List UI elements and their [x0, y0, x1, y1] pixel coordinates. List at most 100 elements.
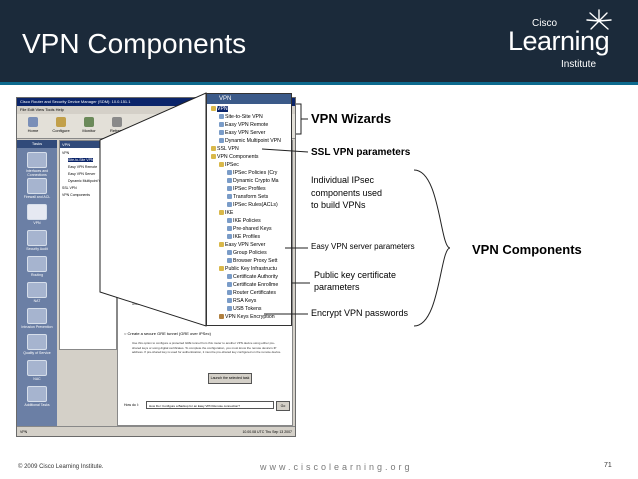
vpn-tree-row-label: Easy VPN Server — [225, 242, 266, 248]
tree-item-vpn[interactable]: VPN — [62, 151, 70, 155]
nac-icon — [27, 360, 47, 376]
vpn-tree-row[interactable]: IKE Policies — [227, 218, 261, 225]
doc-icon — [219, 114, 224, 119]
task-qos[interactable]: Quality of Service — [19, 334, 55, 355]
vpn-tree-row[interactable]: SSL VPN — [211, 146, 239, 153]
vpn-tree-row[interactable]: IKE Profiles — [227, 234, 260, 241]
vpn-tree-row[interactable]: USB Tokens — [227, 306, 261, 313]
vpn-tree-row[interactable]: IPSec Rules(ACLs) — [227, 202, 278, 209]
menu-bar[interactable]: File Edit View Tools Help — [20, 107, 64, 112]
status-right: 10.00.08 UTC Thu Sep 13 2007 — [242, 430, 292, 434]
vpn-tree-row-label: Dynamic Crypto Ma — [233, 178, 279, 184]
vpn-tree-row[interactable]: Browser Proxy Sett — [227, 258, 277, 265]
zoom-trapezoid — [99, 92, 207, 327]
vpn-tree-row-label: Easy VPN Server — [225, 130, 266, 136]
tree-item-easy-server[interactable]: Easy VPN Server — [68, 172, 96, 176]
folder-icon — [219, 162, 224, 167]
ips-icon — [27, 308, 47, 324]
go-button[interactable]: Go — [276, 401, 290, 411]
components-brace — [413, 169, 451, 327]
task-nac[interactable]: NAC — [19, 360, 55, 381]
key-icon — [219, 314, 224, 319]
vpn-tree-row[interactable]: Certificate Authority — [227, 274, 278, 281]
vpn-tree-row[interactable]: Easy VPN Server — [219, 242, 265, 249]
task-security-audit[interactable]: Security Audit — [19, 230, 55, 251]
tree-item-ssl[interactable]: SSL VPN — [62, 186, 77, 190]
vpn-tree-row-label: Browser Proxy Sett — [233, 258, 278, 264]
vpn-tree-row[interactable]: IPSec — [219, 162, 239, 169]
tree-item-site-to-site[interactable]: Site-to-Site VPN — [68, 158, 94, 162]
tree-item-dmvpn[interactable]: Dynamic Multipoint VPN — [68, 179, 106, 183]
vpn-tree-row-label: Dynamic Multipoint VPN — [225, 138, 281, 144]
firewall-icon — [27, 178, 47, 194]
vpn-tree-row-label: IKE Policies — [233, 218, 261, 224]
vpn-tree-row[interactable]: Site-to-Site VPN — [219, 114, 263, 121]
vpn-tree-row-label: VPN Keys Encryption — [225, 314, 275, 320]
task-vpn[interactable]: VPN — [19, 204, 55, 225]
interfaces-icon — [27, 152, 47, 168]
vpn-tree-row[interactable]: Pre-shared Keys — [227, 226, 272, 233]
tree-item-components[interactable]: VPN Components — [62, 193, 91, 197]
header-divider — [0, 82, 638, 85]
vpn-tree-row[interactable]: Public Key Infrastructu — [219, 266, 277, 273]
logo-institute-text: Institute — [561, 59, 597, 70]
vpn-tree-row[interactable]: VPN — [211, 106, 228, 113]
vpn-tree-row-label: Certificate Authority — [233, 274, 278, 280]
refresh-button[interactable]: Refresh — [105, 117, 129, 135]
doc-icon — [219, 130, 224, 135]
vpn-tree-row-label: Router Certificates — [233, 290, 276, 296]
vpn-tree-row-label: RSA Keys — [233, 298, 257, 304]
vpn-tree-row[interactable]: Easy VPN Remote — [219, 122, 268, 129]
doc-icon — [227, 226, 232, 231]
vpn-tree-row-label: SSL VPN — [217, 146, 239, 152]
task-additional[interactable]: Additional Tasks — [19, 386, 55, 407]
annotation-ipsec-1: Individual IPsec — [311, 175, 375, 185]
vpn-tree-row[interactable]: Easy VPN Server — [219, 130, 265, 137]
option-gre[interactable]: ○ Create a secure GRE tunnel (GRE over I… — [124, 331, 211, 336]
vpn-tree-row-label: Certificate Enrollme — [233, 282, 279, 288]
vpn-tree-row[interactable]: IPSec Policies (Cry — [227, 170, 277, 177]
vpn-tree-row[interactable]: Router Certificates — [227, 290, 276, 297]
vpn-panel-header: VPN — [207, 94, 291, 104]
annotation-ipsec-3: to build VPNs — [311, 200, 366, 210]
logo-burst-icon — [586, 9, 612, 30]
vpn-tree-row[interactable]: Dynamic Crypto Ma — [227, 178, 279, 185]
home-button[interactable]: Home — [21, 117, 45, 135]
vpn-tree-row[interactable]: IKE — [219, 210, 233, 217]
doc-icon — [227, 234, 232, 239]
vpn-icon — [27, 204, 47, 220]
vpn-tree-row[interactable]: Group Policies — [227, 250, 267, 257]
tree-item-easy-remote[interactable]: Easy VPN Remote — [68, 165, 98, 169]
task-interfaces[interactable]: Interfaces and Connections — [19, 152, 55, 177]
doc-icon — [227, 178, 232, 183]
task-nat[interactable]: NAT — [19, 282, 55, 303]
doc-icon — [227, 186, 232, 191]
vpn-tree-row[interactable]: VPN Components — [211, 154, 259, 161]
tasks-title: Tasks — [17, 140, 57, 148]
configure-button[interactable]: Configure — [49, 117, 73, 135]
vpn-tree-row-label: Pre-shared Keys — [233, 226, 272, 232]
vpn-tree-row-label: IPSec Policies (Cry — [233, 170, 278, 176]
slide-header — [0, 0, 638, 82]
folder-icon — [219, 242, 224, 247]
vpn-tree-row[interactable]: RSA Keys — [227, 298, 256, 305]
vpn-tree-row[interactable]: IPSec Profiles — [227, 186, 266, 193]
launch-task-button[interactable]: Launch the selected task — [208, 373, 252, 384]
doc-icon — [227, 298, 232, 303]
vpn-tree-row[interactable]: Dynamic Multipoint VPN — [219, 138, 281, 145]
ssl-leader — [261, 148, 309, 153]
refresh-icon — [112, 117, 122, 127]
footer-url: www.ciscolearning.org — [260, 462, 413, 472]
vpn-tree-row[interactable]: VPN Keys Encryption — [219, 314, 275, 321]
vpn-tree-row[interactable]: Transform Sets — [227, 194, 268, 201]
monitor-button[interactable]: Monitor — [77, 117, 101, 135]
vpn-tree-row-label: IPSec Profiles — [233, 186, 266, 192]
task-firewall[interactable]: Firewall and ACL — [19, 178, 55, 199]
folder-icon — [219, 266, 224, 271]
doc-icon — [227, 306, 232, 311]
task-routing[interactable]: Routing — [19, 256, 55, 277]
task-ips[interactable]: Intrusion Prevention — [19, 308, 55, 329]
vpn-tree-row[interactable]: Certificate Enrollme — [227, 282, 278, 289]
howdo-select[interactable]: How Do I Configure a Backup for an Easy … — [146, 401, 274, 409]
